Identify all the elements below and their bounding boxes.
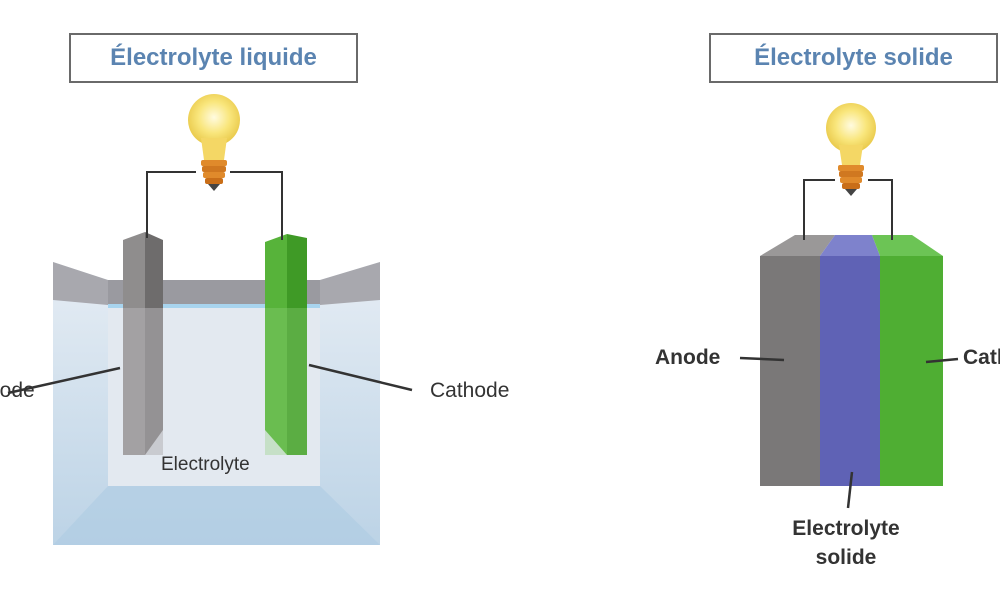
solid-cell xyxy=(739,103,959,509)
anode-label-right: Anode xyxy=(655,346,721,369)
liquid-surface xyxy=(108,304,320,308)
solid-electrolyte-label: Electrolyte solide xyxy=(776,514,916,573)
wire-left xyxy=(146,171,196,238)
wire-left-right-cell xyxy=(803,179,835,240)
anode-leader-left xyxy=(7,366,121,395)
liquid-electrolyte-title: Électrolyte liquide xyxy=(69,33,358,83)
wire-right-right-cell xyxy=(868,179,893,240)
tank-inner-shade xyxy=(53,486,380,545)
electrolyte-label-left: Electrolyte xyxy=(161,454,250,475)
electrolyte-leader-right xyxy=(846,471,854,509)
anode-label-left: Anode xyxy=(0,379,35,402)
cathode-block-right xyxy=(880,256,943,486)
electrolyte-top-right xyxy=(820,235,880,256)
solid-electrolyte-title-text: Électrolyte solide xyxy=(754,44,953,71)
solid-electrolyte-title: Électrolyte solide xyxy=(709,33,998,83)
wire-right xyxy=(230,171,283,240)
solid-electrolyte-block xyxy=(820,256,880,486)
tank-wall-right xyxy=(320,262,380,305)
anode-leader-right xyxy=(739,356,785,362)
solid-electrolyte-label-line2: solide xyxy=(815,546,877,570)
cathode-top-right xyxy=(872,235,943,256)
cathode-leader-right xyxy=(925,357,959,364)
liquid-electrolyte-title-text: Électrolyte liquide xyxy=(110,44,317,71)
cathode-plate-left-submerged xyxy=(265,308,307,455)
tank-wall-left xyxy=(53,262,108,305)
light-bulb-icon xyxy=(826,103,876,196)
solid-electrolyte-label-line1: Electrolyte xyxy=(792,517,900,540)
cathode-leader-left xyxy=(308,363,413,392)
cathode-label-right: Cathode xyxy=(963,346,1000,369)
anode-plate-left-submerged xyxy=(123,308,163,455)
anode-top-right xyxy=(760,235,835,256)
liquid-cell xyxy=(7,94,413,545)
anode-block-right xyxy=(760,256,820,486)
cathode-plate-left xyxy=(265,234,287,455)
cathode-plate-left-side xyxy=(287,234,307,455)
light-bulb-icon xyxy=(188,94,240,191)
cathode-label-left: Cathode xyxy=(430,379,510,402)
